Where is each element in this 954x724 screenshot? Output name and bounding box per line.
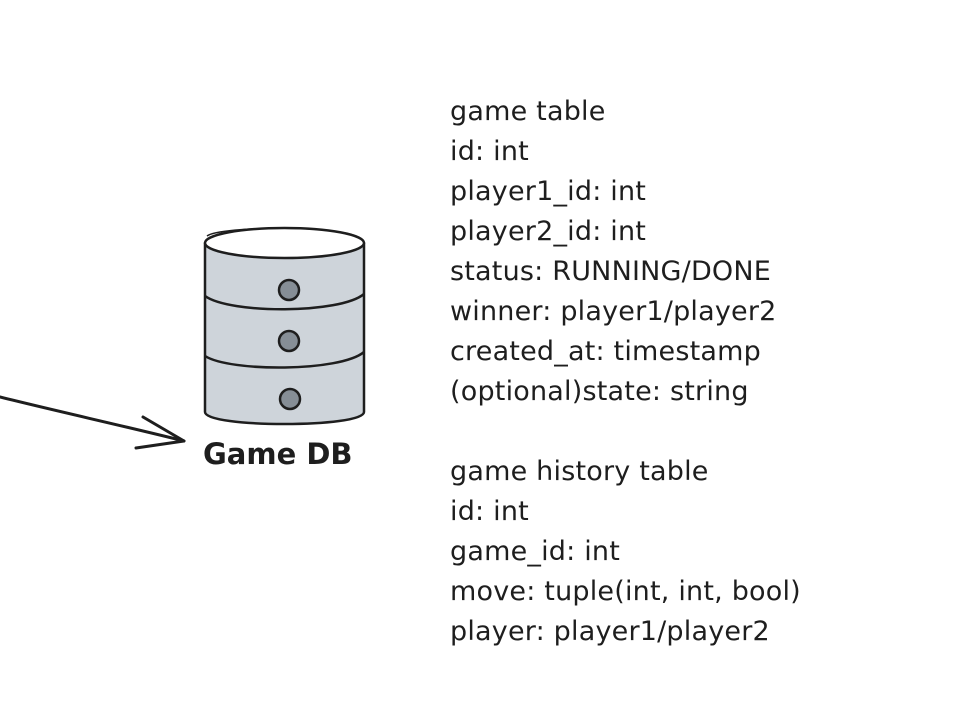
table-title: game table: [450, 96, 606, 127]
database-label: Game DB: [203, 437, 353, 471]
db-indicator-dot: [277, 278, 301, 302]
table-field: id: int: [450, 496, 529, 527]
game-table-schema: game table id: int player1_id: int playe…: [450, 92, 777, 412]
game-history-table-schema: game history table id: int game_id: int …: [450, 452, 801, 652]
table-field: (optional)state: string: [450, 376, 749, 407]
table-field: game_id: int: [450, 536, 621, 567]
table-field: player: player1/player2: [450, 616, 770, 647]
table-title: game history table: [450, 456, 709, 487]
table-field: id: int: [450, 136, 529, 167]
arrow-right-icon: [0, 395, 186, 450]
table-field: move: tuple(int, int, bool): [450, 576, 801, 607]
table-field: created_at: timestamp: [450, 336, 761, 367]
db-indicator-dot: [278, 387, 302, 411]
table-field: winner: player1/player2: [450, 296, 777, 327]
database-cylinder-icon: [203, 226, 366, 426]
table-field: status: RUNNING/DONE: [450, 256, 772, 287]
db-indicator-dot: [277, 329, 301, 353]
table-field: player2_id: int: [450, 216, 647, 247]
table-field: player1_id: int: [450, 176, 647, 207]
